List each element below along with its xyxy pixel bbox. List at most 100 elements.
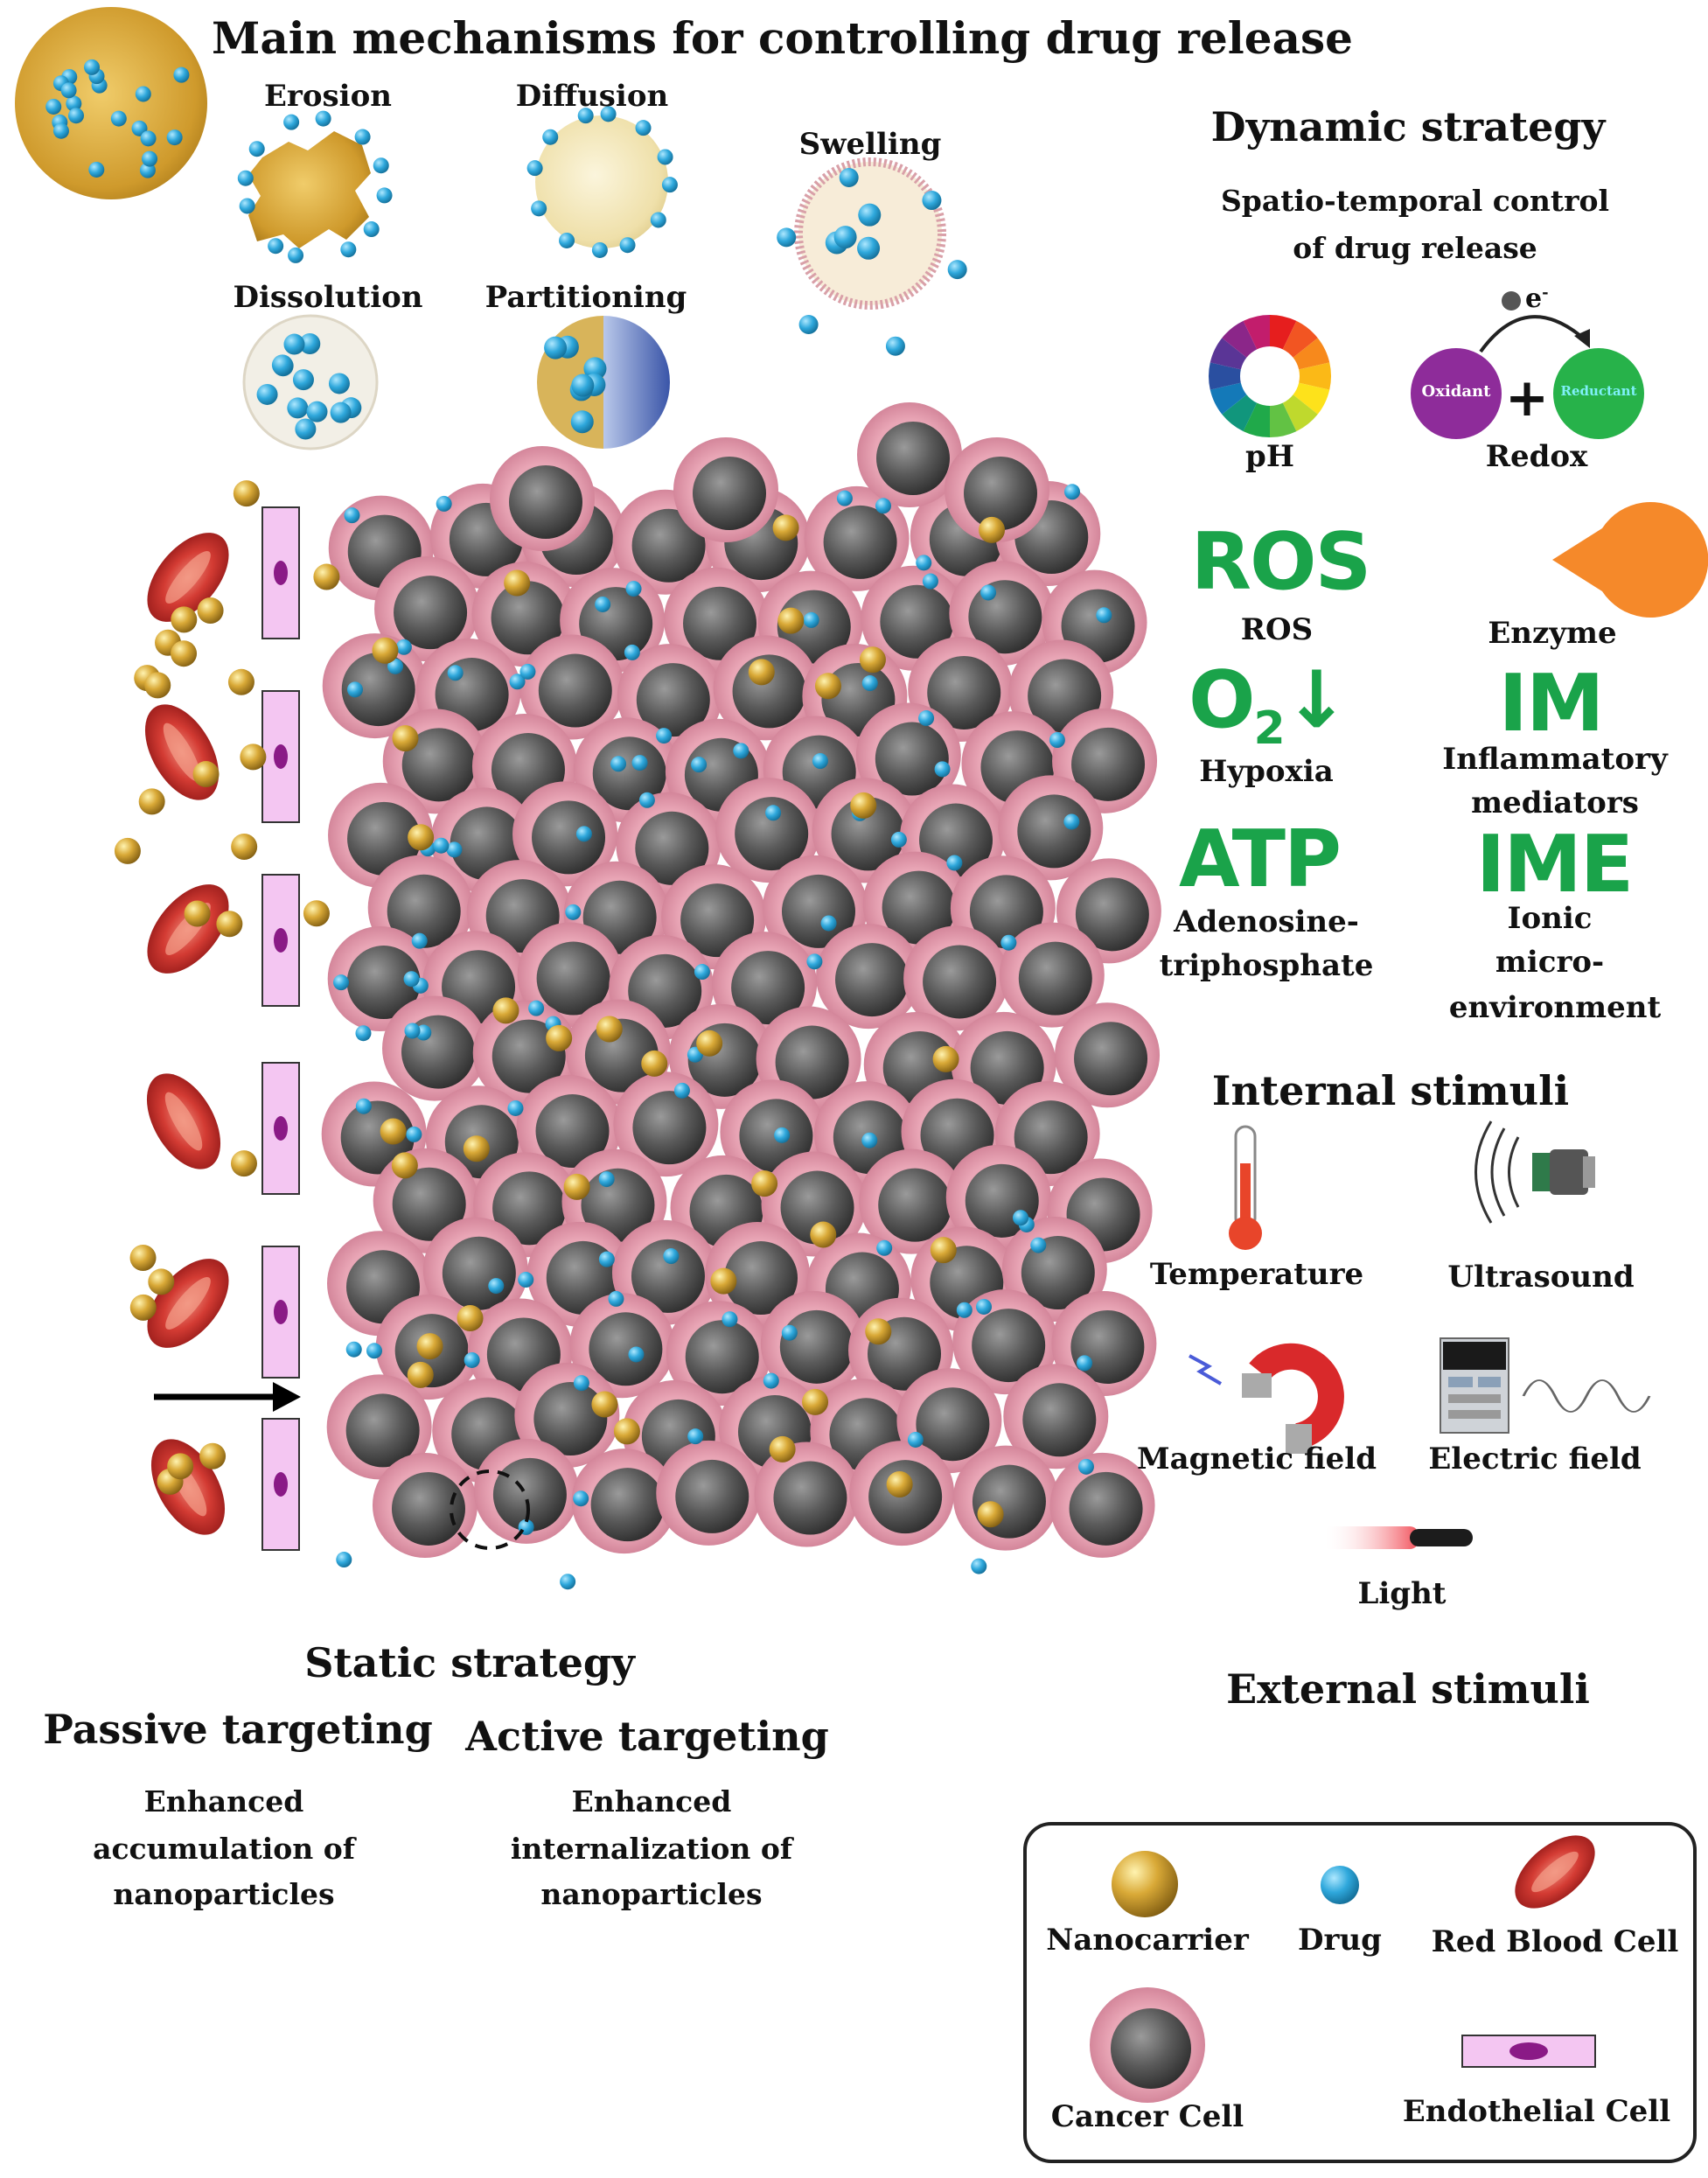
rbc-center [163, 723, 201, 782]
ph-wheel-segment [1282, 320, 1318, 358]
nanocarrier-dot [392, 725, 419, 752]
drug-dot [376, 187, 393, 204]
drug-dot [306, 401, 328, 422]
endothelial-nucleus [274, 1116, 288, 1141]
red-blood-cell [147, 1259, 229, 1348]
ph-wheel-segment [1208, 362, 1241, 390]
atp-line2: triphosphate [1159, 948, 1374, 983]
drug-dot [355, 1098, 372, 1114]
mechanism-drug-dots [237, 106, 967, 440]
drug-dot [934, 761, 951, 778]
enzyme-label: Enzyme [1488, 616, 1617, 651]
drug-dot [781, 1324, 798, 1341]
drug-dot [1063, 813, 1080, 830]
drug-dot [777, 227, 797, 248]
magnetic-field-label: Magnetic field [1137, 1442, 1377, 1476]
drug-dot [52, 122, 69, 139]
drug-dot [591, 241, 608, 258]
drug-dot [1013, 1210, 1029, 1226]
cancer-cell-nucleus [532, 800, 606, 875]
drug-dot [918, 710, 935, 727]
drug-dot [663, 1248, 680, 1265]
drug-dot [340, 241, 357, 258]
nanocarrier-dot [171, 606, 198, 633]
drug-dot [488, 1278, 505, 1295]
nanocarrier-dot [563, 1173, 590, 1200]
drug-dot [354, 129, 371, 145]
ime-line2: micro- [1495, 945, 1605, 980]
drug-dot [687, 1428, 704, 1445]
drug-dot [355, 1025, 372, 1042]
legend-endothelial-cell-icon [1461, 2035, 1596, 2068]
drug-dot [518, 1272, 534, 1288]
ph-wheel-segment [1210, 382, 1247, 415]
nanocarrier-dot [641, 1050, 668, 1077]
cancer-cell-nucleus [683, 586, 757, 660]
drug-dots-group [45, 59, 190, 178]
drug-dot [559, 232, 575, 248]
cancer-cell-nucleus [972, 1309, 1046, 1383]
dynamic-subtitle-line2: of drug release [1293, 231, 1537, 265]
cancer-cell-nucleus [346, 946, 421, 1020]
drug-dot [956, 1302, 973, 1318]
cancer-cell-nucleus [387, 874, 461, 948]
external-stimuli-heading: External stimuli [1226, 1665, 1590, 1713]
drug-dot [650, 212, 666, 228]
drug-dot [624, 644, 640, 660]
drug-dot [571, 373, 595, 397]
drug-dot [656, 728, 673, 744]
nanocarrier-dot [613, 1418, 640, 1445]
drug-dot [833, 226, 857, 249]
cancer-cell-nucleus [773, 1461, 847, 1535]
nanocarrier-dot [979, 516, 1006, 543]
drug-dot [295, 418, 317, 440]
drug-dot [861, 1132, 878, 1148]
ph-wheel-segment [1282, 394, 1318, 432]
cancer-cell-nucleus [675, 1459, 749, 1533]
swelling-label: Swelling [798, 127, 942, 162]
drug-dot [858, 203, 882, 227]
internal-stimuli-heading: Internal stimuli [1211, 1067, 1570, 1114]
drug-dot [328, 373, 350, 394]
drug-dot [411, 932, 428, 949]
legend-rbc-label: Red Blood Cell [1431, 1924, 1679, 1959]
legend-nanocarrier-icon [1112, 1851, 1178, 1917]
ph-wheel-segment [1299, 362, 1331, 390]
nanocarrier-dot [372, 637, 399, 664]
drug-dot [890, 831, 907, 848]
electron-sup: - [1542, 283, 1549, 302]
ultrasound-label: Ultrasound [1447, 1260, 1635, 1295]
nanocarrier-dot [748, 659, 775, 686]
legend-cancer-cell-icon [1090, 1987, 1205, 2103]
drug-dot [336, 1552, 352, 1568]
drug-dot [110, 110, 127, 127]
cancer-cell-nucleus [972, 1464, 1046, 1539]
im-line1: Inflammatory [1442, 742, 1668, 777]
erosion-label: Erosion [264, 79, 392, 114]
cancer-cell-nucleus [491, 581, 565, 655]
drug-dot [803, 611, 819, 628]
nanocarrier-dot [184, 900, 211, 927]
drug-dot [256, 383, 278, 405]
nanocarrier-dot [231, 834, 258, 861]
drug-dot [733, 743, 749, 759]
cancer-cell-nucleus [1022, 1383, 1097, 1457]
electric-field-icon [1440, 1337, 1651, 1434]
nanocarrier-dot [171, 640, 198, 667]
cancer-cell-nucleus [1075, 877, 1149, 952]
nanocarrier-dot [751, 1170, 778, 1197]
drug-dot [774, 1127, 791, 1143]
drug-dot [577, 108, 594, 124]
drug-dot [598, 1251, 615, 1267]
ph-wheel-segment [1243, 402, 1270, 437]
cancer-cell-nucleus [685, 1320, 759, 1394]
drug-dot [283, 114, 300, 130]
drug-dot [248, 141, 265, 157]
ime-line1: Ionic [1507, 901, 1593, 936]
drug-dot [140, 130, 157, 147]
drug-dot [916, 555, 932, 571]
drug-dot [446, 841, 463, 858]
passive-line2: accumulation of [93, 1832, 355, 1866]
drug-dot [268, 238, 284, 255]
drug-dot [765, 805, 782, 821]
